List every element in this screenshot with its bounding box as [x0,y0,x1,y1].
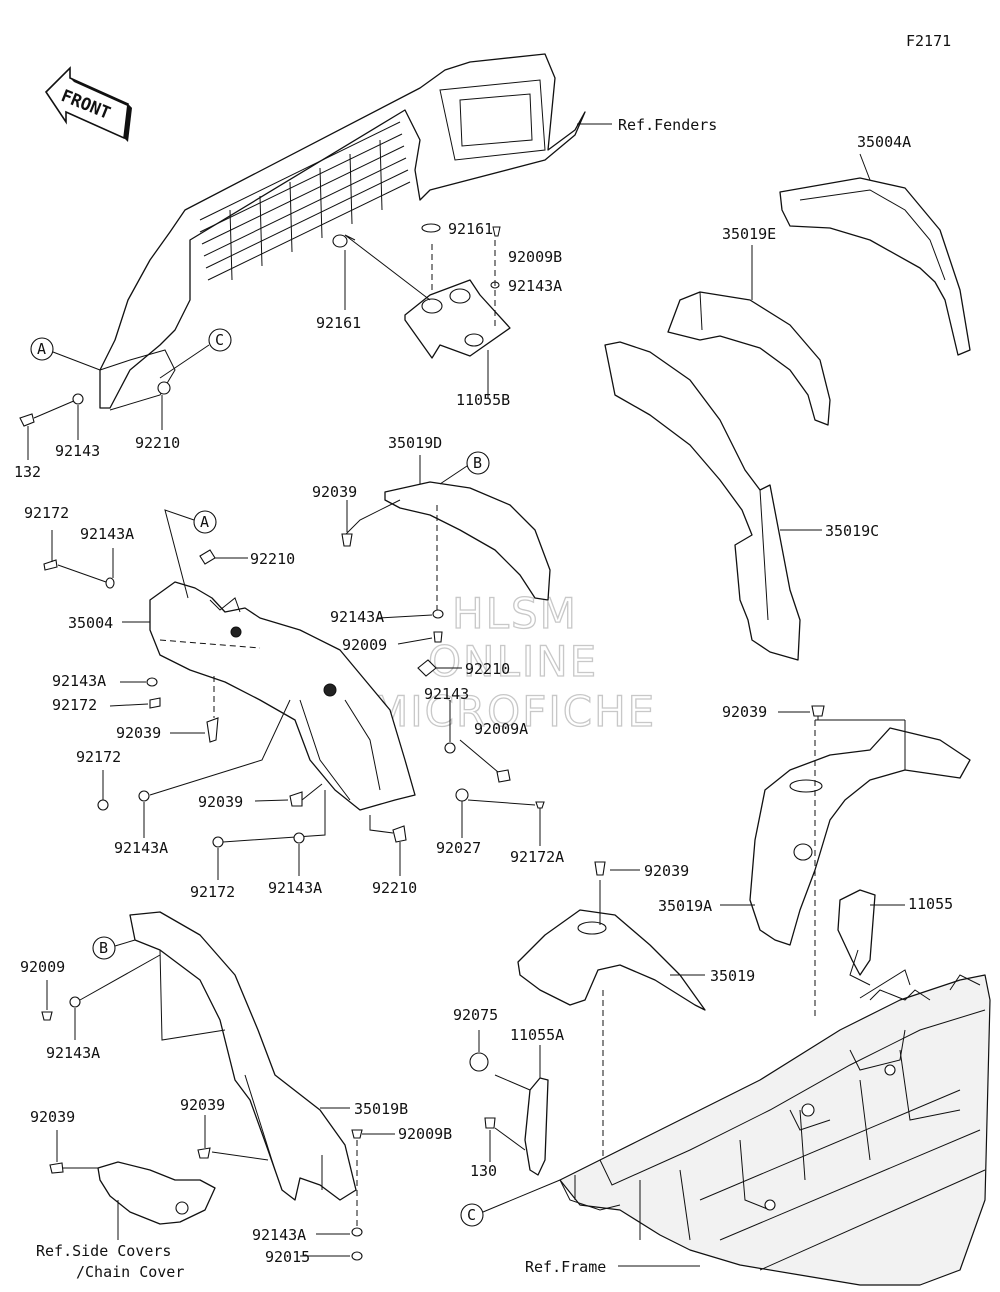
front-arrow-icon: FRONT [44,66,132,142]
label-92009a: 92009A [474,720,528,738]
side-covers [97,1161,216,1240]
label-92009-b: 92009 [20,958,65,976]
fender-35019d [344,455,551,612]
label-92143a-g: 92143A [252,1226,306,1244]
label-92039-e: 92039 [644,862,689,880]
label-92143a-b: 92143A [330,608,384,626]
label-35019d: 35019D [388,434,442,452]
bracket-11055b [332,223,511,398]
svg-text:A: A [200,513,209,531]
figure-code: F2171 [906,32,951,50]
label-92039-a: 92039 [312,483,357,501]
frame [559,969,991,1286]
fender-35019 [517,861,706,1160]
watermark-line-1: HLSM [452,589,578,638]
ref-side-covers-line2: /Chain Cover [76,1263,184,1281]
label-92009b-top: 92009B [508,248,562,266]
label-92015: 92015 [265,1248,310,1266]
label-92172-a: 92172 [24,504,69,522]
label-35019: 35019 [710,967,755,985]
fender-35004 [149,581,416,811]
watermark-line-2: ONLINE [428,637,598,686]
label-92027: 92027 [436,839,481,857]
fender-35019c [604,341,822,661]
svg-text:B: B [99,939,108,957]
fastener-92143 [72,393,84,440]
label-35019a: 35019A [658,897,712,915]
label-92009b-b: 92009B [398,1125,452,1143]
label-92172-d: 92172 [190,883,235,901]
callout-a-mid: A [164,509,217,599]
svg-text:B: B [473,454,482,472]
callout-b-mid: B [439,451,490,485]
label-92161-top: 92161 [448,220,493,238]
fender-35004a [779,153,971,356]
ref-side-covers-line1: Ref.Side Covers [36,1242,171,1260]
watermark: HLSM ONLINE MICROFICHE [371,588,656,736]
label-92172-c: 92172 [76,748,121,766]
label-92143a-d: 92143A [114,839,168,857]
mid-fasteners [43,500,545,880]
label-92143a-f: 92143A [46,1044,100,1062]
callout-c-bottom: C [460,1179,561,1227]
ref-fenders-label: Ref.Fenders [618,116,717,134]
fender-35019a [720,705,971,1020]
svg-text:C: C [467,1206,476,1224]
label-92210-b: 92210 [250,550,295,568]
label-11055b: 11055B [456,391,510,409]
label-35004a: 35004A [857,133,911,151]
label-92143-a: 92143 [55,442,100,460]
label-92172a: 92172A [510,848,564,866]
label-92161-left: 92161 [316,314,361,332]
svg-text:C: C [215,331,224,349]
label-92143a-a: 92143A [80,525,134,543]
label-92039-d: 92039 [722,703,767,721]
label-92172-b: 92172 [52,696,97,714]
label-11055: 11055 [908,895,953,913]
ref-frame-label: Ref.Frame [525,1258,606,1276]
label-92009-a: 92009 [342,636,387,654]
svg-text:A: A [37,340,46,358]
label-92210-d: 92210 [372,879,417,897]
label-92039-c: 92039 [198,793,243,811]
bracket-11055a [469,1030,549,1176]
label-92039-f: 92039 [30,1108,75,1126]
label-130: 130 [470,1162,497,1180]
fender-35019b [129,911,358,1230]
callout-c-top: C [159,328,232,379]
bottom-left-fasteners [41,954,395,1261]
label-92039-b: 92039 [116,724,161,742]
label-35019e: 35019E [722,225,776,243]
label-92039-g: 92039 [180,1096,225,1114]
callout-b-bottom: B [92,936,136,960]
label-92210-c: 92210 [465,660,510,678]
label-11055a: 11055A [510,1026,564,1044]
callout-a-top: A [30,337,101,371]
label-35019c: 35019C [825,522,879,540]
label-92075: 92075 [453,1006,498,1024]
label-92143a-c: 92143A [52,672,106,690]
label-132: 132 [14,463,41,481]
fastener-132 [19,399,77,460]
label-35019b: 35019B [354,1100,408,1118]
label-35004: 35004 [68,614,113,632]
label-92143a-top: 92143A [508,277,562,295]
label-92143-b: 92143 [424,685,469,703]
label-92143a-e: 92143A [268,879,322,897]
bracket-11055 [837,889,905,986]
front-grille-assembly [99,53,612,411]
watermark-line-3: MICROFICHE [372,687,656,736]
fender-35019e [667,245,831,426]
label-92210-a: 92210 [135,434,180,452]
